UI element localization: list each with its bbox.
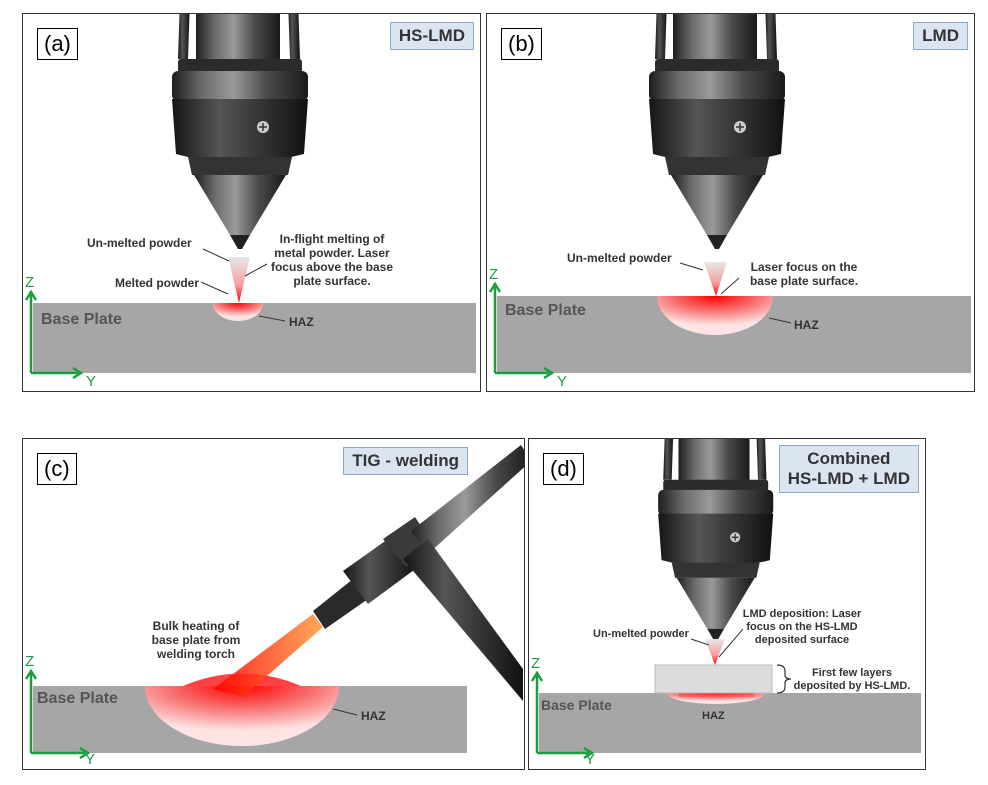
panel-label: (c): [37, 453, 77, 485]
tag-line-2: HS-LMD + LMD: [787, 469, 910, 488]
base-plate-label: Base Plate: [541, 697, 612, 713]
haz-label: HAZ: [361, 709, 386, 723]
inflight-melting-label: In-flight melting of metal powder. Laser…: [270, 232, 394, 288]
panel-a: (a) HS-LMD Un-melted powder In-flight me…: [22, 13, 481, 392]
leader-lines: [679, 262, 792, 324]
z-axis-label: Z: [25, 274, 35, 291]
powder-cone: [228, 257, 250, 303]
leader-lines: [200, 248, 286, 322]
z-axis: [530, 670, 595, 760]
haz-label: HAZ: [794, 318, 819, 332]
panel-b: (b) LMD Un-melted powder Laser focus on …: [486, 13, 975, 392]
panel-label: (d): [543, 453, 584, 485]
y-axis-label: Y: [85, 751, 96, 768]
method-tag: LMD: [913, 22, 968, 50]
panel-d-art: [530, 439, 921, 760]
base-plate-label: Base Plate: [505, 302, 586, 319]
base-plate-label: Base Plate: [37, 690, 118, 707]
panel-label: (a): [37, 28, 78, 60]
lmd-deposition-label: LMD deposition: Laser focus on the HS-LM…: [742, 608, 862, 646]
unmelted-powder-label: Un-melted powder: [593, 628, 689, 640]
y-axis-label: Y: [585, 751, 596, 768]
haz-label: HAZ: [702, 710, 725, 722]
unmelted-powder-label: Un-melted powder: [87, 236, 192, 250]
bulk-heating-label: Bulk heating of base plate from welding …: [151, 619, 241, 661]
z-axis-label: Z: [489, 266, 499, 283]
z-axis-label: Z: [531, 655, 541, 672]
panel-d: (d) Combined HS-LMD + LMD Un-melted powd…: [528, 438, 926, 770]
haz-region: [657, 296, 773, 335]
first-layers-label: First few layers deposited by HS-LMD.: [793, 667, 911, 692]
method-tag: HS-LMD: [389, 22, 474, 50]
haz-label: HAZ: [289, 315, 314, 329]
layers-brace: [776, 664, 792, 694]
leader-lines: [690, 628, 744, 658]
panel-c: (c) TIG - welding Bulk heating of base p…: [22, 438, 525, 770]
tig-torch: [313, 445, 524, 701]
powder-cone: [705, 639, 725, 665]
panel-a-art: [24, 14, 476, 380]
laser-nozzle-head: [171, 14, 309, 250]
z-axis-label: Z: [25, 653, 35, 670]
panel-c-art: [24, 445, 524, 760]
tag-line-1: Combined: [807, 449, 891, 468]
base-plate-label: Base Plate: [41, 311, 122, 328]
y-axis-label: Y: [86, 373, 97, 390]
unmelted-powder-label: Un-melted powder: [567, 251, 672, 265]
panel-b-art: [488, 14, 971, 380]
melted-powder-label: Melted powder: [115, 276, 200, 290]
z-axis: [24, 289, 84, 380]
method-tag: TIG - welding: [343, 447, 468, 475]
laser-focus-label: Laser focus on the base plate surface.: [749, 260, 859, 288]
leader-lines: [332, 708, 358, 716]
torch-flame: [213, 614, 323, 697]
panel-label: (b): [501, 28, 542, 60]
z-axis: [24, 668, 91, 760]
laser-nozzle-head: [648, 14, 786, 250]
z-axis: [488, 281, 555, 380]
y-axis-label: Y: [557, 373, 568, 390]
hs-lmd-layers: [654, 664, 773, 694]
method-tag: Combined HS-LMD + LMD: [778, 445, 919, 493]
powder-cone: [704, 262, 727, 296]
